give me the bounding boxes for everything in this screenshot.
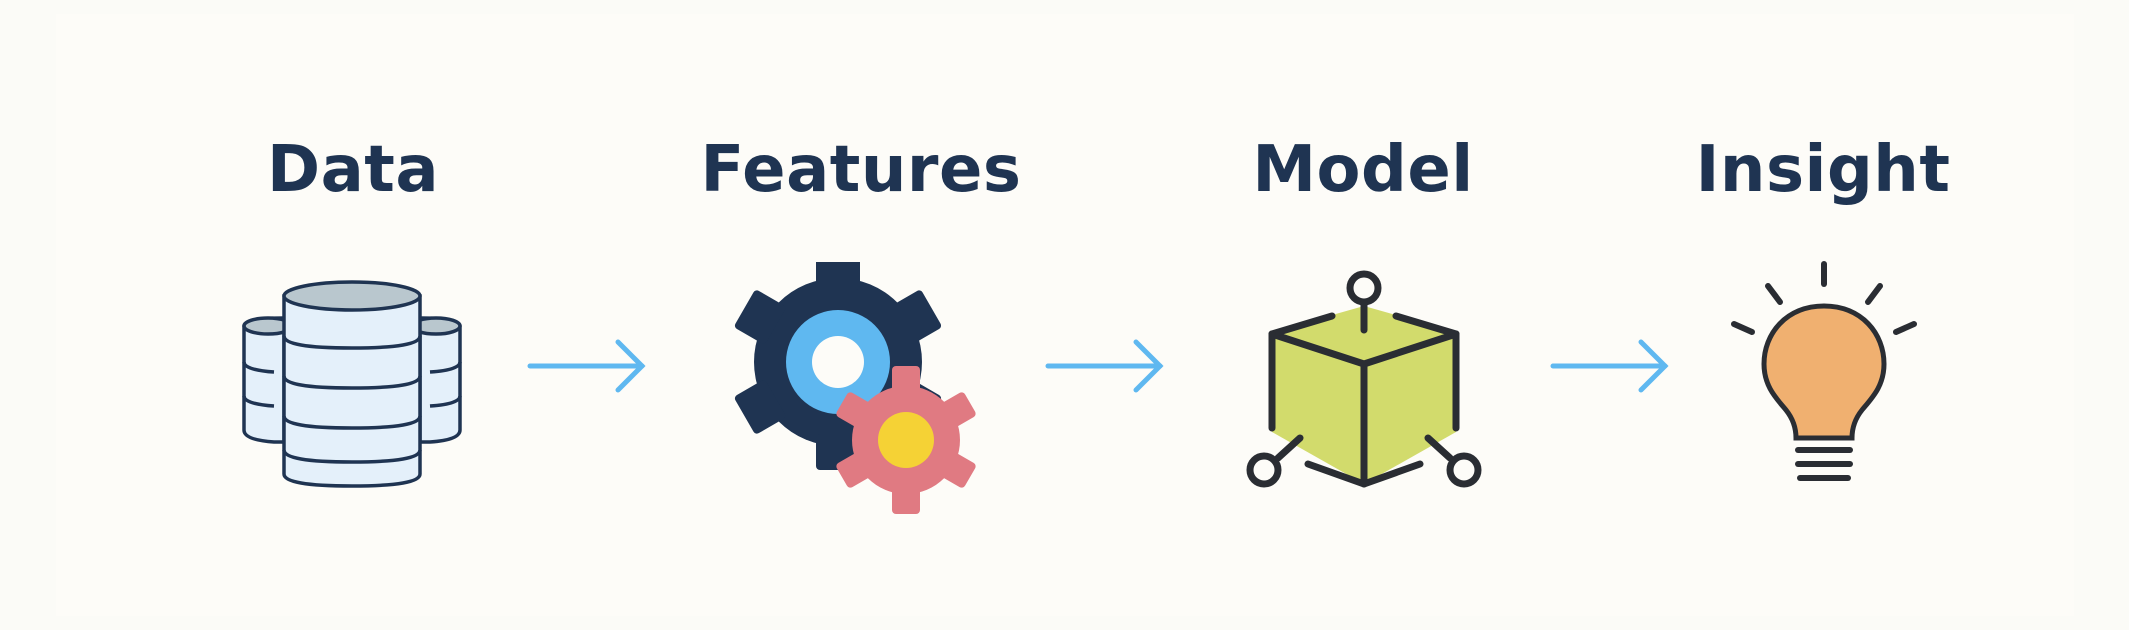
stage-title-insight: Insight xyxy=(1695,133,1951,207)
stage-title-features: Features xyxy=(700,133,1022,207)
stage-features: Features xyxy=(701,0,1021,630)
stage-data: Data xyxy=(267,0,439,630)
arrow-3-icon xyxy=(1550,339,1669,393)
gears-icon xyxy=(734,262,976,514)
database-icon xyxy=(242,280,462,488)
arrow-1-icon xyxy=(527,339,646,393)
stage-model: Model xyxy=(1252,0,1473,630)
stage-insight: Insight xyxy=(1696,0,1950,630)
cube-network-icon xyxy=(1246,270,1482,488)
lightbulb-icon xyxy=(1731,261,1917,481)
stage-title-model: Model xyxy=(1252,133,1474,207)
stage-title-data: Data xyxy=(266,133,440,207)
arrow-2-icon xyxy=(1045,339,1164,393)
